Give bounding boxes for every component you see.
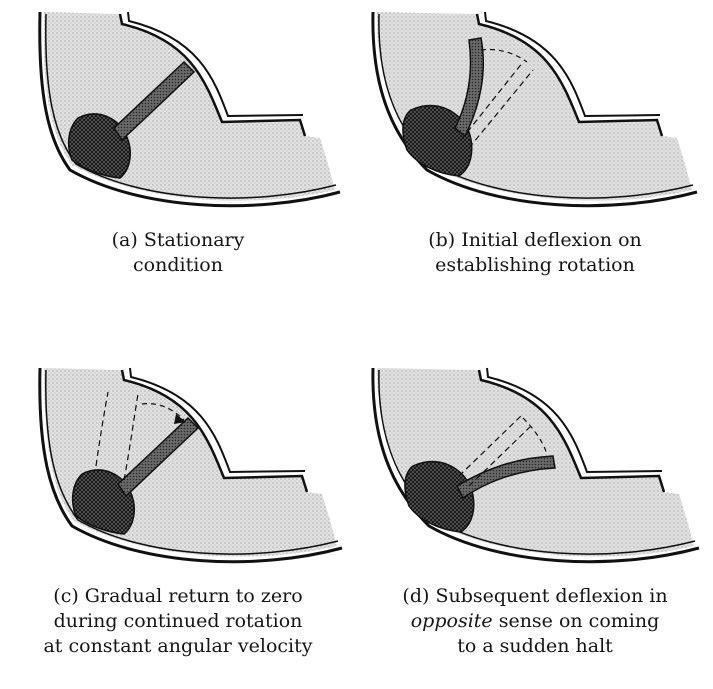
canal-diagram-b <box>357 0 713 230</box>
caption-line: (d) Subsequent deflexion in <box>357 584 713 609</box>
caption-a: (a) Stationary condition <box>0 228 356 278</box>
canal-diagram-d <box>357 358 713 573</box>
emphasis-word: opposite <box>411 610 493 632</box>
panel-c: (c) Gradual return to zero during contin… <box>0 358 356 689</box>
caption-line: opposite sense on coming <box>357 609 713 634</box>
caption-line: (b) Initial deflexion on <box>357 228 713 253</box>
caption-line-rest: sense on coming <box>499 610 660 632</box>
caption-line: at constant angular velocity <box>0 634 356 659</box>
canal-diagram-a <box>0 0 356 230</box>
caption-line: (a) Stationary <box>0 228 356 253</box>
caption-line: condition <box>0 253 356 278</box>
endolymph-region <box>44 12 335 201</box>
endolymph-region <box>44 368 337 557</box>
caption-line: (c) Gradual return to zero <box>0 584 356 609</box>
caption-line: establishing rotation <box>357 253 713 278</box>
caption-line: during continued rotation <box>0 609 356 634</box>
caption-line: to a sudden halt <box>357 634 713 659</box>
panel-b: (b) Initial deflexion on establishing ro… <box>357 0 713 331</box>
caption-d: (d) Subsequent deflexion in opposite sen… <box>357 584 713 659</box>
canal-diagram-c <box>0 358 356 573</box>
caption-c: (c) Gradual return to zero during contin… <box>0 584 356 659</box>
panel-d: (d) Subsequent deflexion in opposite sen… <box>357 358 713 689</box>
panel-a: (a) Stationary condition <box>0 0 356 331</box>
caption-b: (b) Initial deflexion on establishing ro… <box>357 228 713 278</box>
